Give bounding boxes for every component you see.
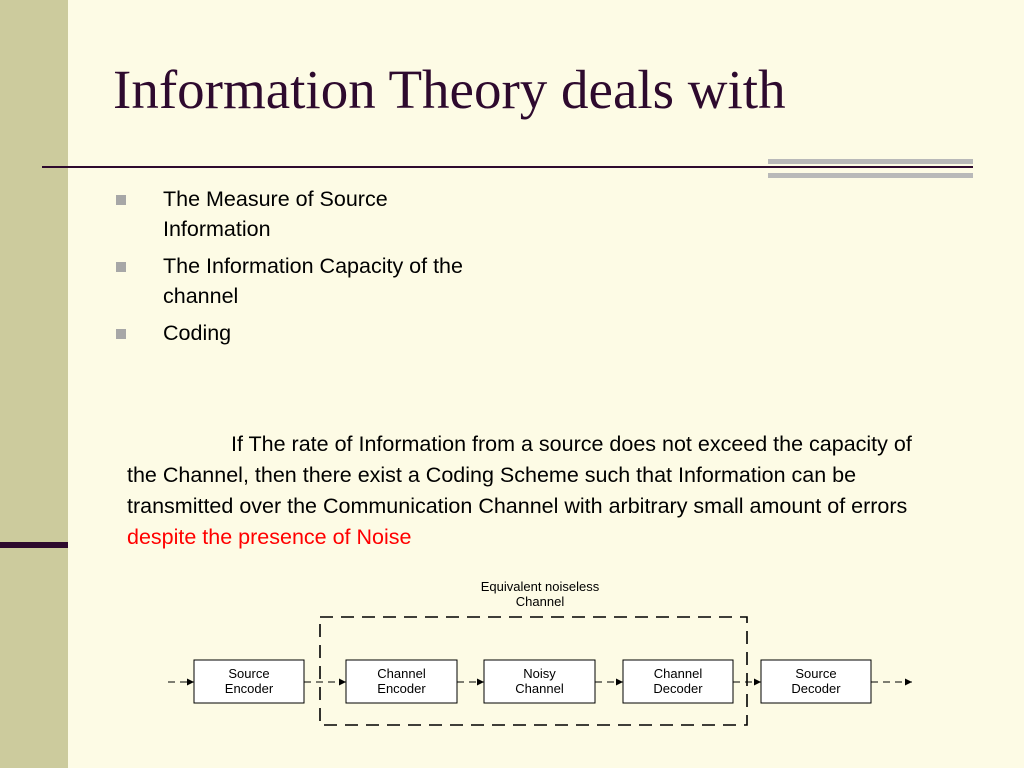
bullet-list: The Measure of Source Information The In… (113, 184, 513, 355)
block-label: Source (795, 666, 836, 681)
paragraph-text: If The rate of Information from a source… (127, 432, 912, 518)
block-label: Source (228, 666, 269, 681)
block-noisy-channel: Noisy Channel (483, 659, 596, 704)
block-label: Channel (654, 666, 703, 681)
theorem-paragraph: If The rate of Information from a source… (127, 429, 927, 553)
square-bullet-icon (116, 262, 126, 272)
block-label: Encoder (377, 681, 426, 696)
title-rule (42, 166, 973, 168)
title-rule-accent-bar (768, 173, 973, 178)
bullet-item: Coding (113, 318, 513, 348)
title-rule-accent (768, 159, 973, 179)
title-rule-accent-bar (768, 159, 973, 164)
block-label: Channel (515, 681, 564, 696)
equivalent-channel-boundary (319, 616, 748, 726)
group-label: Channel (516, 594, 565, 609)
block-label: Decoder (791, 681, 841, 696)
block-source-encoder: Source Encoder (193, 659, 305, 704)
square-bullet-icon (116, 195, 126, 205)
block-channel-encoder: Channel Encoder (345, 659, 458, 704)
block-source-decoder: Source Decoder (760, 659, 872, 704)
block-label: Decoder (653, 681, 703, 696)
block-label: Encoder (225, 681, 274, 696)
bullet-item: The Information Capacity of the channel (113, 251, 513, 311)
block-channel-decoder: Channel Decoder (622, 659, 734, 704)
side-band (0, 0, 68, 768)
bullet-text: The Measure of Source Information (163, 187, 388, 241)
bullet-text: The Information Capacity of the channel (163, 254, 463, 308)
square-bullet-icon (116, 329, 126, 339)
group-label: Equivalent noiseless (481, 579, 600, 594)
bullet-text: Coding (163, 321, 232, 345)
block-label: Noisy (523, 666, 556, 681)
side-accent-bar (0, 542, 68, 548)
paragraph-highlight: despite the presence of Noise (127, 525, 412, 549)
channel-block-diagram: Equivalent noiseless Channel Source Enco… (168, 579, 912, 726)
slide-title: Information Theory deals with (113, 59, 786, 120)
bullet-item: The Measure of Source Information (113, 184, 513, 244)
block-label: Channel (377, 666, 426, 681)
